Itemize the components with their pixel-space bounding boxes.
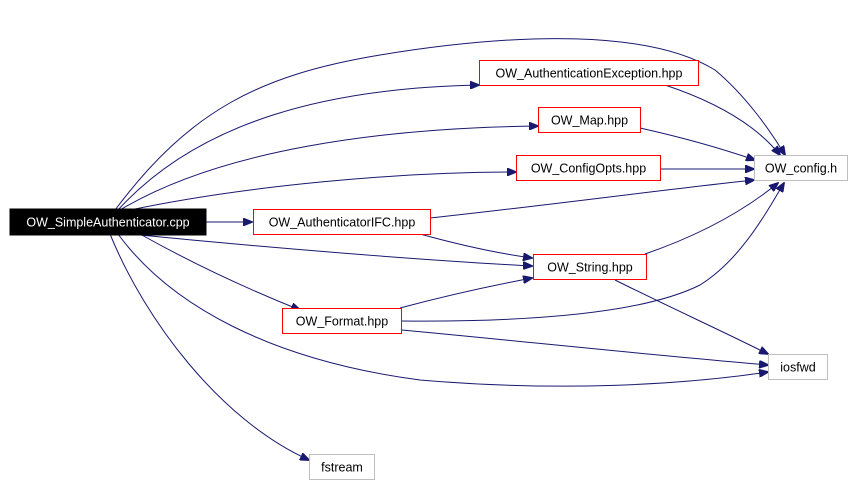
node-format[interactable]: OW_Format.hpp xyxy=(282,308,402,334)
edge-root-to-config xyxy=(114,38,785,211)
edge-format-to-iosfwd xyxy=(401,329,768,365)
node-format-label: OW_Format.hpp xyxy=(296,315,388,329)
edge-string-to-config xyxy=(644,183,778,255)
edge-root-to-string xyxy=(129,233,532,266)
edge-root-to-iosfwd xyxy=(117,233,768,387)
node-iosfwd-label: iosfwd xyxy=(780,361,815,375)
node-configopts-label: OW_ConfigOpts.hpp xyxy=(531,162,646,176)
node-authexc[interactable]: OW_AuthenticationException.hpp xyxy=(479,60,699,86)
node-string-label: OW_String.hpp xyxy=(547,261,633,275)
edge-format-to-config xyxy=(401,183,784,322)
node-config-label: OW_config.h xyxy=(765,162,837,176)
node-string[interactable]: OW_String.hpp xyxy=(533,254,647,280)
edge-root-to-map xyxy=(119,126,538,211)
edge-authifc-to-config xyxy=(429,180,754,219)
node-fstream-label: fstream xyxy=(321,461,363,475)
edge-root-to-format xyxy=(139,233,300,310)
node-iosfwd[interactable]: iosfwd xyxy=(768,354,828,380)
node-root[interactable]: OW_SimpleAuthenticator.cpp xyxy=(9,208,207,236)
edge-authifc-to-string xyxy=(419,233,532,258)
node-configopts[interactable]: OW_ConfigOpts.hpp xyxy=(516,155,661,181)
node-fstream[interactable]: fstream xyxy=(309,454,375,480)
edge-map-to-config xyxy=(639,127,755,160)
edge-root-to-fstream xyxy=(109,233,309,460)
node-config[interactable]: OW_config.h xyxy=(754,155,848,181)
node-map-label: OW_Map.hpp xyxy=(551,114,628,128)
node-authifc-label: OW_AuthenticatorIFC.hpp xyxy=(269,216,416,230)
node-authifc[interactable]: OW_AuthenticatorIFC.hpp xyxy=(253,209,431,235)
edge-authexc-to-config xyxy=(664,84,780,155)
node-authexc-label: OW_AuthenticationException.hpp xyxy=(496,67,683,81)
node-root-label: OW_SimpleAuthenticator.cpp xyxy=(26,216,189,230)
edge-format-to-string xyxy=(399,278,532,309)
edge-root-to-configopts xyxy=(129,172,516,211)
edges-layer xyxy=(109,38,785,460)
edge-string-to-iosfwd xyxy=(614,279,768,354)
node-map[interactable]: OW_Map.hpp xyxy=(538,107,641,133)
nodes-layer: OW_SimpleAuthenticator.cpp OW_Authentica… xyxy=(9,60,848,480)
edge-root-to-authexc xyxy=(117,85,479,211)
